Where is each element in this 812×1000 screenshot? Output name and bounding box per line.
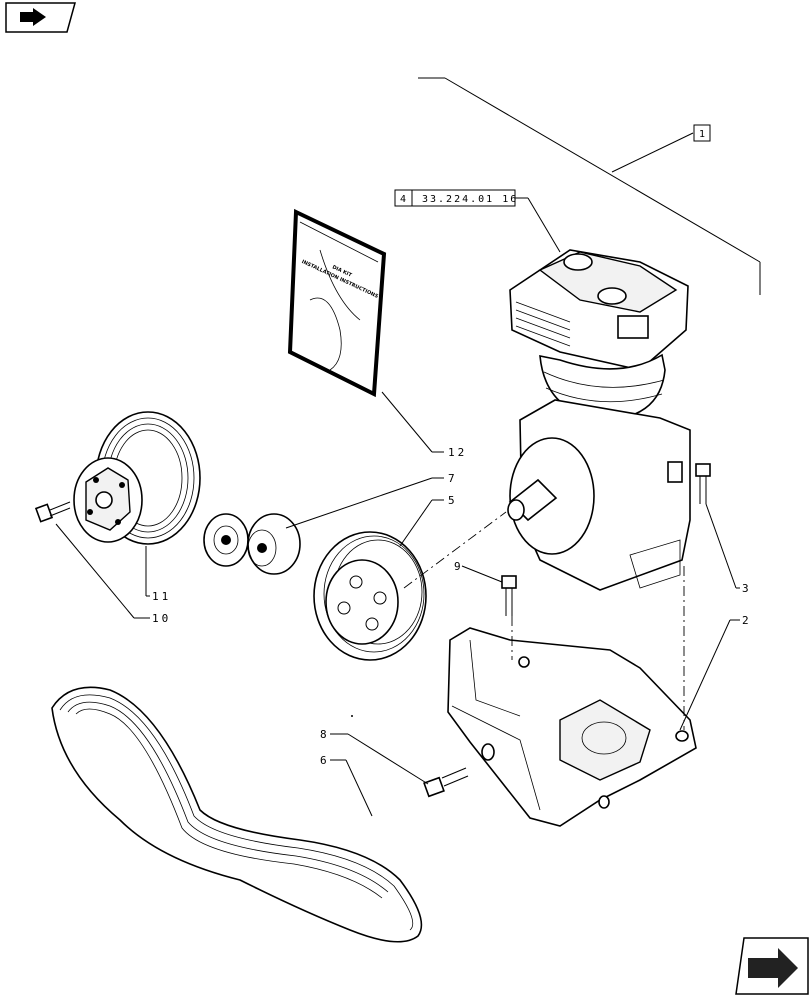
idler-pulleys bbox=[203, 513, 301, 575]
crankshaft-pulley bbox=[73, 411, 201, 545]
bracket-bolt-8 bbox=[423, 767, 469, 798]
callout-2: 2 bbox=[742, 614, 752, 627]
next-page-arrow-icon[interactable] bbox=[735, 937, 809, 995]
compressor-pulley bbox=[313, 531, 427, 661]
callout-12: 12 bbox=[448, 446, 467, 459]
bracket-bolt-3 bbox=[695, 463, 711, 504]
bracket-bolt-9 bbox=[501, 575, 517, 616]
stray-dot bbox=[351, 715, 353, 717]
pulley-bolt bbox=[34, 501, 71, 523]
drive-belt bbox=[51, 686, 423, 943]
callout-7: 7 bbox=[448, 472, 458, 485]
alignment-lines bbox=[403, 511, 685, 730]
instruction-booklet: DIA KIT INSTALLATION INSTRUCTIONS bbox=[287, 208, 387, 398]
callout-3: 3 bbox=[742, 582, 752, 595]
doc-ref-code: 33.224.01 16 bbox=[422, 194, 518, 205]
callout-11: 11 bbox=[152, 590, 171, 603]
doc-ref-box: 4 33.224.01 16 bbox=[394, 189, 561, 253]
callout-labels: 12 7 5 11 10 9 3 2 8 6 bbox=[152, 446, 752, 767]
assembly-bracket bbox=[418, 77, 761, 295]
assembly-ref-box: 1 bbox=[693, 124, 711, 142]
callout-10: 10 bbox=[152, 612, 171, 625]
callout-6: 6 bbox=[320, 754, 330, 767]
prev-page-arrow-icon[interactable] bbox=[5, 2, 76, 33]
doc-ref-index: 4 bbox=[400, 194, 408, 205]
callout-8: 8 bbox=[320, 728, 330, 741]
air-compressor bbox=[507, 249, 691, 591]
callout-9: 9 bbox=[454, 560, 464, 573]
mounting-bracket bbox=[447, 627, 697, 827]
callout-5: 5 bbox=[448, 494, 458, 507]
assembly-ref-label: 1 bbox=[699, 129, 707, 140]
leader-lines bbox=[55, 391, 740, 817]
